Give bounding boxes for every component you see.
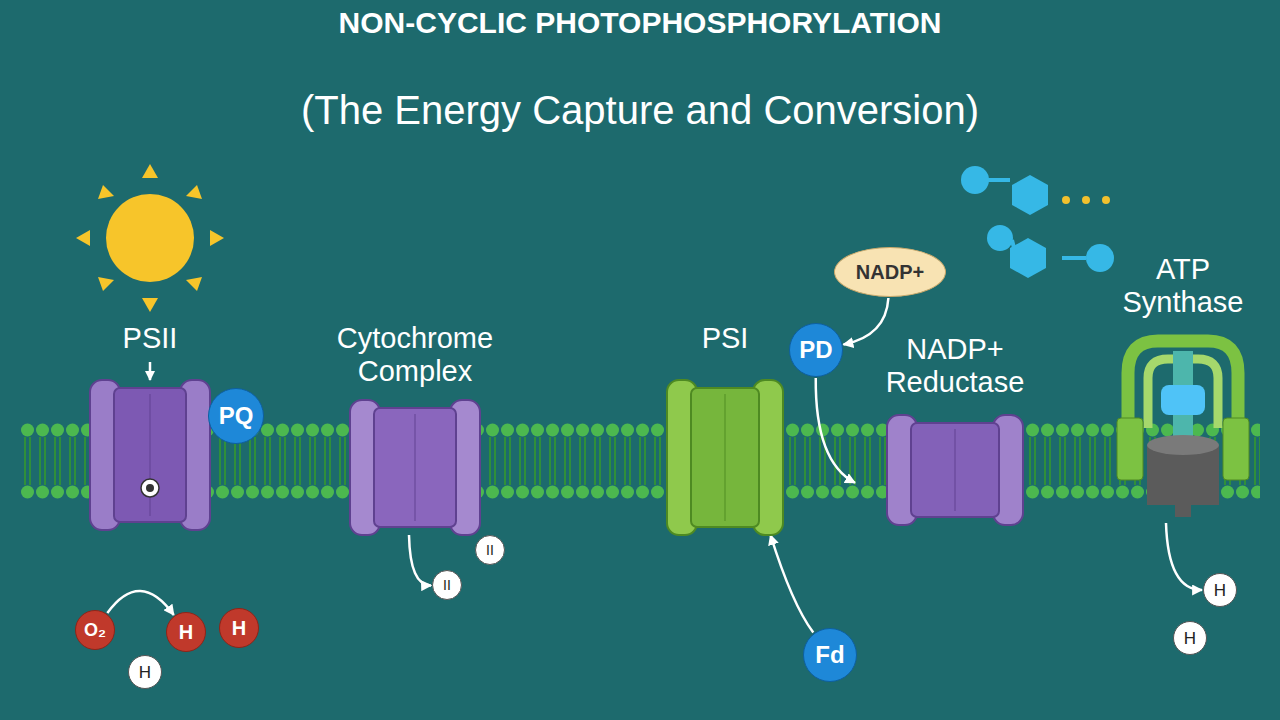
molecule-circle: O₂	[75, 610, 115, 650]
shape-part	[1147, 435, 1219, 455]
shape-part	[1117, 418, 1143, 480]
light-arrow	[149, 362, 152, 380]
molecule-label: H	[1214, 582, 1226, 599]
label-group: ATP Synthase	[1098, 253, 1268, 319]
flow-arrow	[843, 298, 888, 345]
protein-complex: PSI	[660, 322, 790, 535]
shape-part	[954, 429, 956, 511]
molecule-circle: II	[475, 535, 505, 565]
sun	[76, 164, 224, 312]
molecule-circle: PQ	[208, 388, 264, 444]
molecule-circle: H	[1173, 621, 1207, 655]
flow-arrow	[816, 378, 855, 483]
protein-label: NADP+ Reductase	[855, 333, 1055, 399]
flow-arrow	[1166, 523, 1202, 590]
molecule-label: H	[139, 664, 151, 681]
label-group: Cytochrome Complex	[315, 322, 515, 388]
protein-label: PSII	[85, 322, 215, 355]
shape-part	[1161, 385, 1205, 415]
molecule-circle: PD	[789, 323, 843, 377]
molecule-label: H	[1184, 630, 1196, 647]
shape-part	[141, 479, 159, 497]
molecule-label: II	[486, 543, 494, 557]
shape-part	[911, 423, 999, 517]
molecule-label: II	[443, 578, 451, 592]
protein-label: Cytochrome Complex	[315, 322, 515, 388]
protein-complex: NADP+ Reductase	[855, 333, 1055, 525]
protein-complex: PSII	[85, 322, 215, 530]
label-group: PSI	[660, 322, 790, 355]
molecule-label: H	[232, 618, 246, 638]
protein-label: ATP Synthase	[1098, 253, 1268, 319]
molecule-circle: H	[219, 608, 259, 648]
molecule-circle: H	[1203, 573, 1237, 607]
protein-shape	[315, 400, 515, 535]
protein-shape	[660, 380, 790, 535]
flow-arrow	[107, 591, 173, 615]
shape-part	[374, 408, 456, 527]
protein-shape	[1098, 333, 1268, 523]
protein-complex: Cytochrome Complex	[315, 322, 515, 535]
molecule-label: H	[179, 622, 193, 642]
flow-arrow	[771, 535, 814, 633]
molecule-circle: H	[166, 612, 206, 652]
molecule-oval: NADP+	[834, 247, 946, 297]
flow-arrow	[409, 535, 431, 585]
shape-part	[114, 388, 186, 522]
protein-shape	[85, 380, 215, 530]
molecule-label: PQ	[219, 404, 254, 428]
molecule-label: Fd	[815, 643, 844, 667]
label-group: NADP+ Reductase	[855, 333, 1055, 399]
molecule-label: PD	[799, 338, 832, 362]
molecule-label: O₂	[84, 621, 106, 639]
protein-label: PSI	[660, 322, 790, 355]
molecule-circle: Fd	[803, 628, 857, 682]
molecule-circle: II	[432, 570, 462, 600]
molecule-icon	[961, 166, 1114, 278]
molecule-label: NADP+	[856, 262, 924, 282]
subtitle: (The Energy Capture and Conversion)	[0, 88, 1280, 133]
title: NON-CYCLIC PHOTOPHOSPHORYLATION	[0, 6, 1280, 40]
protein-complex: ATP Synthase	[1098, 253, 1268, 523]
molecule-circle: H	[128, 655, 162, 689]
label-group: PSII	[85, 322, 215, 355]
shape-part	[724, 394, 726, 521]
protein-shape	[855, 415, 1055, 525]
shape-part	[1223, 418, 1249, 480]
shape-part	[414, 414, 416, 521]
shape-part	[146, 484, 154, 492]
shape-part	[691, 388, 759, 527]
shape-part	[1175, 503, 1191, 517]
